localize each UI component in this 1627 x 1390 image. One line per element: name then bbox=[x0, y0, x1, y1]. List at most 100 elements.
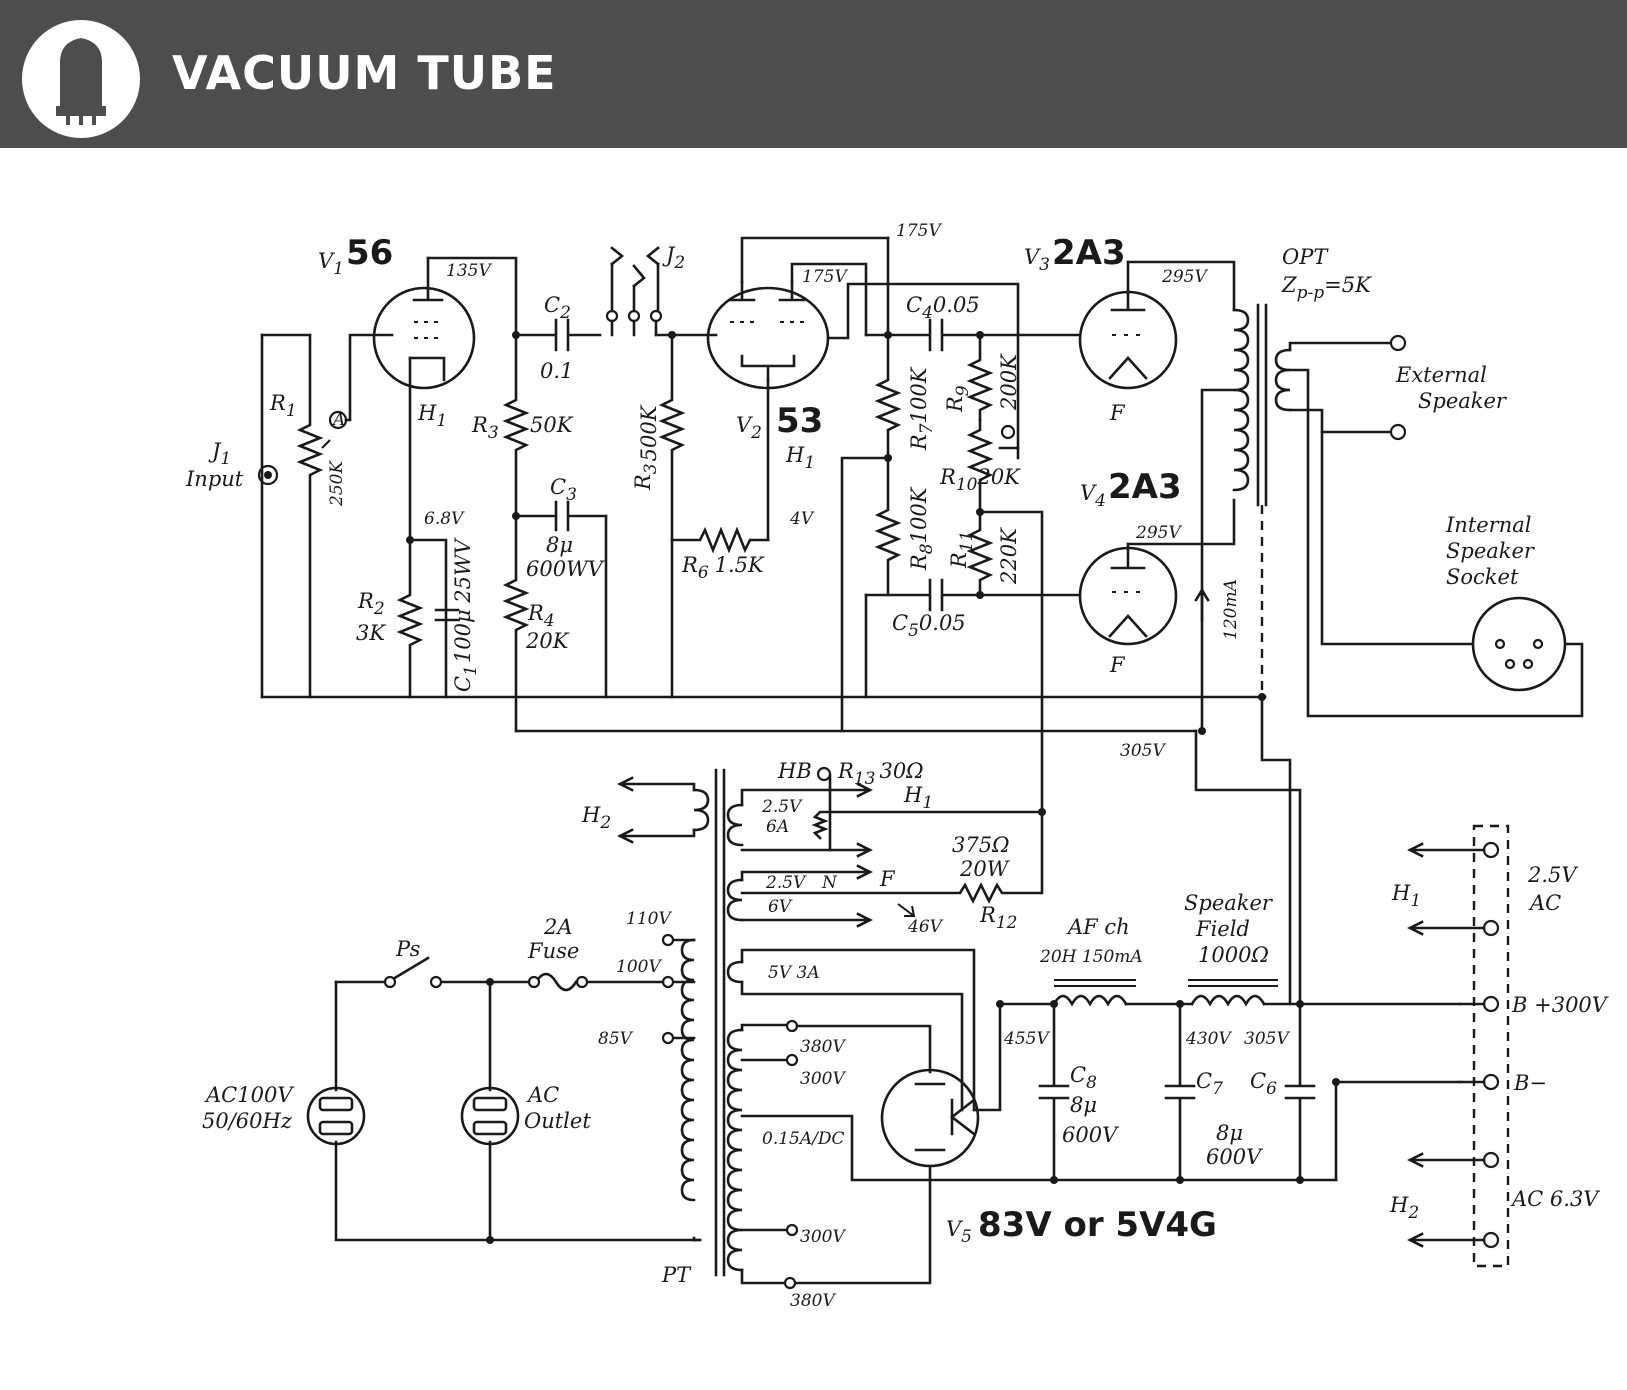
plate-current: 120mA bbox=[1221, 579, 1241, 640]
v5-ref: V5 bbox=[946, 1217, 972, 1247]
sec-5v3a: 5V 3A bbox=[768, 963, 820, 983]
r3-value: 50K bbox=[530, 413, 574, 437]
sec-rectifier-heater bbox=[726, 960, 744, 984]
choke-out-voltage: 430V bbox=[1185, 1029, 1232, 1049]
c6-label: C6 bbox=[1250, 1069, 1277, 1099]
ac-outlet bbox=[460, 1086, 520, 1146]
r12-power: 20W bbox=[959, 857, 1011, 881]
c4-label: C40.05 bbox=[906, 293, 980, 323]
r4-resistor bbox=[502, 514, 530, 733]
pt-tap-85v-label: 85V bbox=[598, 1029, 634, 1049]
internal-socket-line3: Socket bbox=[1446, 565, 1519, 589]
r3-resistor bbox=[502, 333, 530, 518]
ac-input-line2: 50/60Hz bbox=[202, 1109, 293, 1133]
r8-label: R8100K bbox=[907, 486, 937, 571]
internal-socket-line2: Speaker bbox=[1446, 539, 1536, 563]
pt-tap-100v bbox=[661, 975, 675, 989]
c2-capacitor bbox=[514, 318, 602, 352]
pt-tap-85v bbox=[661, 1031, 675, 1045]
c1-capacitor bbox=[434, 608, 460, 622]
tube-v2 bbox=[706, 280, 830, 542]
j2-label: J2 bbox=[662, 243, 685, 273]
v1-cathode-voltage: 6.8V bbox=[424, 509, 465, 529]
connector-h1-label: H1 bbox=[1391, 881, 1421, 911]
tube-v5-rectifier bbox=[880, 1068, 980, 1168]
field-label-line2: Field bbox=[1195, 917, 1250, 941]
power-switch[interactable] bbox=[386, 956, 430, 984]
r4-label: R4 bbox=[527, 601, 555, 631]
r1-mark: A bbox=[331, 410, 345, 430]
r4-value: 20K bbox=[525, 629, 570, 653]
external-speaker-terminal-b bbox=[1389, 423, 1407, 441]
r10-potentiometer bbox=[966, 418, 994, 514]
c67-value: 8μ bbox=[1216, 1121, 1243, 1145]
r9-label: R9 bbox=[943, 385, 973, 413]
r12-value: 375Ω bbox=[952, 833, 1010, 857]
r1-value: 250K bbox=[327, 460, 347, 507]
v1-heater-label: H1 bbox=[417, 401, 447, 431]
connector-ac63: AC 6.3V bbox=[1510, 1187, 1600, 1211]
c3-label: C3 bbox=[550, 475, 577, 505]
sec-heater-h1 bbox=[726, 803, 744, 847]
c3-value: 8μ bbox=[546, 533, 573, 557]
pt-primary-winding bbox=[680, 938, 696, 1202]
opt-label: OPT bbox=[1282, 245, 1329, 269]
sec-filament-f bbox=[726, 878, 744, 922]
fuse-rating: 2A bbox=[543, 915, 573, 939]
internal-socket-line1: Internal bbox=[1445, 513, 1532, 537]
ac-outlet-line2: Outlet bbox=[524, 1109, 591, 1133]
c7-capacitor bbox=[1164, 1002, 1196, 1182]
c1-label: C1100μ 25WV bbox=[451, 537, 481, 692]
sec-high-voltage bbox=[726, 1028, 744, 1272]
hv-tap-300v-bottom: 300V bbox=[800, 1227, 846, 1247]
fuse-label: Fuse bbox=[527, 939, 579, 963]
c5-label: C50.05 bbox=[892, 611, 966, 641]
v3-plate-voltage: 295V bbox=[1161, 267, 1208, 287]
c8-value: 8μ bbox=[1070, 1093, 1097, 1117]
hb-label: HB bbox=[777, 759, 812, 783]
connector-pins bbox=[1482, 841, 1500, 1249]
connector-b-minus: B− bbox=[1513, 1071, 1547, 1095]
v1-plate-voltage: 135V bbox=[446, 261, 492, 281]
c2-value: 0.1 bbox=[540, 359, 573, 383]
input-jack bbox=[257, 464, 279, 486]
opt-impedance: Zp-p=5K bbox=[1281, 273, 1372, 303]
r3-label: R3 bbox=[471, 413, 499, 443]
external-speaker-terminal-a bbox=[1389, 334, 1407, 352]
r11-label: R11 bbox=[947, 531, 977, 569]
page-header: VACUUM TUBE bbox=[0, 0, 1627, 148]
r2-label: R2 bbox=[357, 589, 385, 619]
r6-resistor bbox=[670, 526, 770, 554]
c4-capacitor bbox=[886, 318, 1080, 352]
r3b-resistor bbox=[658, 333, 686, 699]
sec-25v-n: 2.5V bbox=[765, 873, 807, 893]
c8-label: C8 bbox=[1070, 1063, 1097, 1093]
choke-label-line2: 20H 150mA bbox=[1039, 947, 1143, 967]
sec-25v-6a-line1: 2.5V bbox=[761, 797, 803, 817]
sec-n-mark: N bbox=[821, 873, 838, 893]
j1-label: J1 bbox=[208, 439, 231, 469]
rectifier-out-voltage: 455V bbox=[1003, 1029, 1050, 1049]
sec-heater-h2 bbox=[692, 788, 710, 832]
v4-plate-voltage: 295V bbox=[1135, 523, 1182, 543]
sec-25v-6a-line2: 6A bbox=[766, 817, 789, 837]
v4-type: 2A3 bbox=[1108, 467, 1182, 507]
sec-6v: 6V bbox=[768, 897, 793, 917]
r9-resistor bbox=[966, 333, 994, 422]
internal-speaker-socket bbox=[1471, 596, 1567, 692]
v3-ref: V3 bbox=[1024, 245, 1050, 275]
r10-label: R1020K bbox=[939, 465, 1021, 495]
hv-center-tap: 0.15A/DC bbox=[762, 1129, 845, 1149]
v1-type: 56 bbox=[346, 233, 393, 273]
c3-capacitor bbox=[514, 500, 608, 532]
v2-plate-voltage-a: 175V bbox=[896, 221, 942, 241]
connector-b-plus: B +300V bbox=[1511, 993, 1609, 1017]
v3-filament-label: F bbox=[1109, 401, 1126, 425]
hum-balance-terminal bbox=[816, 766, 832, 782]
field-label-line3: 1000Ω bbox=[1198, 943, 1269, 967]
v2-heater-label: H1 bbox=[785, 443, 815, 473]
pt-tap-110v bbox=[661, 933, 675, 947]
page-title: VACUUM TUBE bbox=[172, 46, 557, 100]
